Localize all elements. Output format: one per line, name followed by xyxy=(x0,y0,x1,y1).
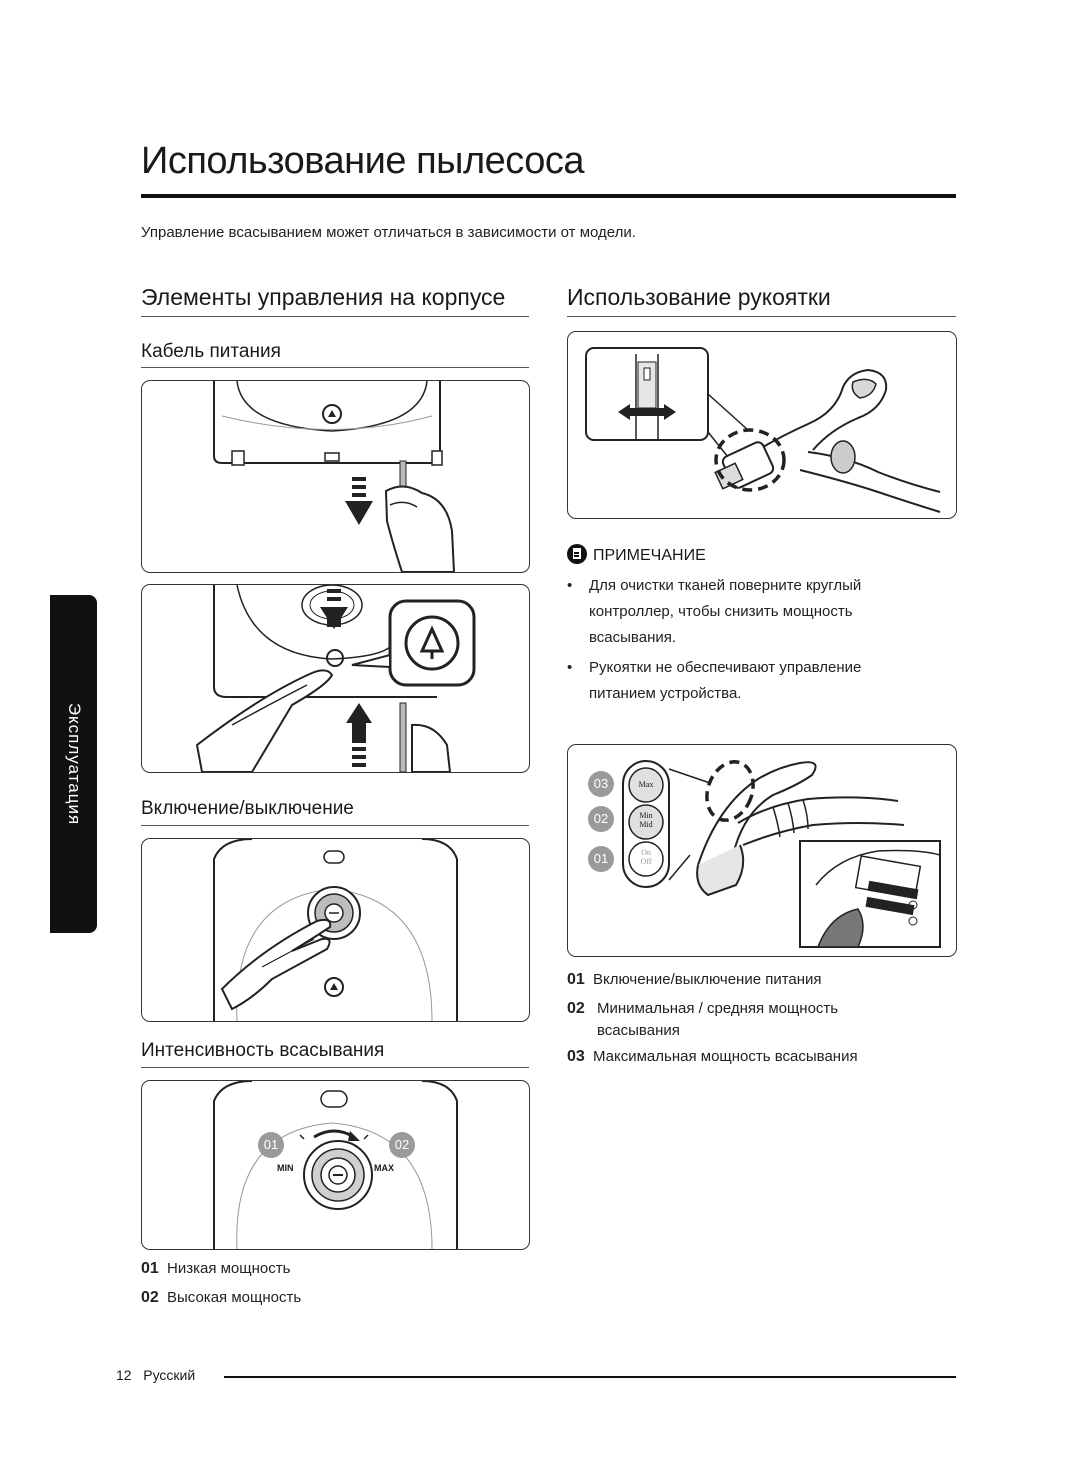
dial-badge-02: 02 xyxy=(389,1132,415,1158)
handle-legend-01: 01 Включение/выключение питания xyxy=(567,971,822,989)
cable-illustration-pull xyxy=(141,380,530,573)
note-item-2: Рукоятки не обеспечивают управление пита… xyxy=(567,655,929,707)
page-title: Использование пылесоса xyxy=(141,140,584,182)
note-item-1: Для очистки тканей поверните круглый кон… xyxy=(567,573,929,651)
legend-number: 02 xyxy=(567,1000,585,1017)
intensity-illustration: 01 02 MIN MAX xyxy=(141,1080,530,1250)
onoff-illustration xyxy=(141,838,530,1022)
cable-heading-rule xyxy=(141,367,529,368)
handle-buttons-illustration: 03 02 01 Max Min Mid On Off xyxy=(567,744,957,957)
legend-text: Максимальная мощность всасывания xyxy=(593,1048,858,1065)
handle-button-on-off: On Off xyxy=(640,848,652,866)
page-number: 12 xyxy=(116,1367,132,1383)
left-heading-rule xyxy=(141,316,529,317)
handle-legend-02: 02 Минимальная / средняя мощность всасыва… xyxy=(567,998,877,1042)
footer-rule xyxy=(224,1376,956,1378)
legend-number: 03 xyxy=(567,1048,585,1065)
dial-badge-01: 01 xyxy=(258,1132,284,1158)
right-heading-rule xyxy=(567,316,956,317)
handle-badge-02: 02 xyxy=(588,806,614,832)
intensity-heading: Интенсивность всасывания xyxy=(141,1040,385,1061)
intensity-legend-01: 01 Низкая мощность xyxy=(141,1260,290,1278)
side-tab-label: Эксплуатация xyxy=(64,702,84,826)
title-rule xyxy=(141,194,956,198)
handle-button-max: Max xyxy=(638,780,654,789)
legend-number: 01 xyxy=(141,1260,159,1277)
note-title: ПРИМЕЧАНИЕ xyxy=(593,547,706,564)
legend-number: 01 xyxy=(567,971,585,988)
cable-heading: Кабель питания xyxy=(141,341,281,362)
handle-button-min-mid: Min Mid xyxy=(639,811,653,829)
legend-text: Высокая мощность xyxy=(167,1289,302,1306)
section-side-tab: Эксплуатация xyxy=(50,595,97,933)
handle-illustration xyxy=(567,331,957,519)
handle-badge-01: 01 xyxy=(588,846,614,872)
handle-legend-03: 03 Максимальная мощность всасывания xyxy=(567,1048,858,1066)
page-footer: 12 Русский xyxy=(116,1367,195,1383)
intro-text: Управление всасыванием может отличаться … xyxy=(141,224,636,241)
page-language: Русский xyxy=(143,1367,196,1383)
onoff-heading-rule xyxy=(141,825,529,826)
dial-max-label: MAX xyxy=(374,1163,394,1173)
intensity-heading-rule xyxy=(141,1067,529,1068)
cable-illustration-push xyxy=(141,584,530,773)
note-heading: ПРИМЕЧАНИЕ xyxy=(567,544,706,565)
left-heading: Элементы управления на корпусе xyxy=(141,284,506,310)
onoff-heading: Включение/выключение xyxy=(141,798,354,819)
right-heading: Использование рукоятки xyxy=(567,284,831,310)
note-icon xyxy=(567,544,587,564)
legend-text: Включение/выключение питания xyxy=(593,971,822,988)
intensity-legend-02: 02 Высокая мощность xyxy=(141,1289,301,1307)
legend-number: 02 xyxy=(141,1289,159,1306)
legend-text: Минимальная / средняя мощность всасывани… xyxy=(597,1000,839,1039)
dial-min-label: MIN xyxy=(277,1163,294,1173)
legend-text: Низкая мощность xyxy=(167,1260,291,1277)
handle-badge-03: 03 xyxy=(588,771,614,797)
